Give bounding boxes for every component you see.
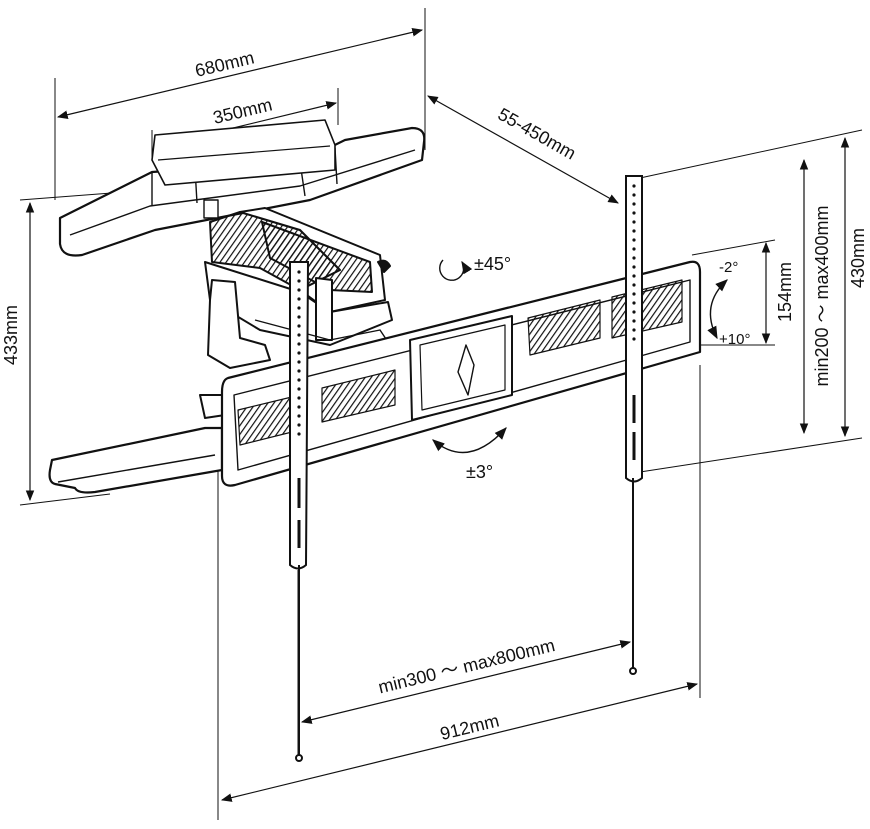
left-bracket-hole <box>297 279 301 283</box>
arrow-vesa-horizontal <box>300 640 632 724</box>
label-vesa-vertical: min200 ～ max400mm <box>812 205 832 386</box>
label-154mm: 154mm <box>775 262 795 322</box>
right-bracket-slot <box>632 432 636 460</box>
label-350mm: 350mm <box>211 94 274 127</box>
right-bracket-hole <box>632 229 636 233</box>
right-bracket-hole <box>632 301 636 305</box>
vertical-bracket-left <box>289 261 310 762</box>
label-rotation: ±3° <box>466 462 493 482</box>
right-bracket-hole <box>632 220 636 224</box>
right-bracket-hole <box>632 283 636 287</box>
arrow-55-450mm <box>427 95 619 204</box>
left-bracket-hole <box>297 423 301 427</box>
left-bracket-hole <box>297 369 301 373</box>
right-bracket-hole <box>632 337 636 341</box>
left-bracket-hole <box>297 333 301 337</box>
left-bracket-hole <box>297 342 301 346</box>
right-bracket-hole <box>632 202 636 206</box>
right-bracket-hole <box>632 256 636 260</box>
right-bracket-hole <box>632 184 636 188</box>
label-swivel: ±45° <box>474 254 511 274</box>
left-bracket-hole <box>297 414 301 418</box>
wall-plate-bottom <box>48 426 224 494</box>
right-bracket-hole <box>632 328 636 332</box>
right-bracket-slot <box>632 395 636 423</box>
right-bracket-hole <box>632 310 636 314</box>
label-433mm: 433mm <box>1 305 21 365</box>
rotation-arrow-icon <box>432 427 507 454</box>
label-430mm: 430mm <box>848 228 868 288</box>
label-tilt-down: +10° <box>719 331 750 348</box>
left-bracket-hole <box>297 387 301 391</box>
left-bracket-hole <box>297 288 301 292</box>
bracket-holes <box>297 184 636 548</box>
left-bracket-slot <box>297 478 301 508</box>
arrow-912mm <box>220 682 699 802</box>
left-bracket-hole <box>297 351 301 355</box>
right-bracket-hole <box>632 211 636 215</box>
tilt-arrow-icon <box>707 279 728 340</box>
right-bracket-hole <box>632 247 636 251</box>
left-bracket-hole <box>297 405 301 409</box>
left-bracket-hole <box>297 324 301 328</box>
label-tilt-up: -2° <box>719 259 738 276</box>
wall-plate-top <box>58 119 426 257</box>
right-bracket-hole <box>632 265 636 269</box>
right-bracket-hole <box>632 274 636 278</box>
dimension-arrows <box>25 28 850 802</box>
right-bracket-hole <box>632 238 636 242</box>
label-55-450mm: 55-450mm <box>495 104 580 164</box>
vertical-bracket-right <box>625 175 643 675</box>
right-bracket-hole <box>632 319 636 323</box>
left-bracket-hole <box>297 270 301 274</box>
left-bracket-hole <box>297 432 301 436</box>
left-bracket-hole <box>297 378 301 382</box>
left-bracket-hole <box>297 315 301 319</box>
rotation-indicators <box>432 259 728 454</box>
right-bracket-hole <box>632 193 636 197</box>
swivel-arrow-icon <box>439 259 473 281</box>
left-bracket-hole <box>297 306 301 310</box>
left-bracket-hole <box>297 396 301 400</box>
left-bracket-slot <box>297 520 301 548</box>
left-bracket-hole <box>297 360 301 364</box>
arrow-680mm <box>56 28 424 119</box>
label-680mm: 680mm <box>193 47 256 80</box>
left-bracket-hole <box>297 297 301 301</box>
right-bracket-hole <box>632 292 636 296</box>
